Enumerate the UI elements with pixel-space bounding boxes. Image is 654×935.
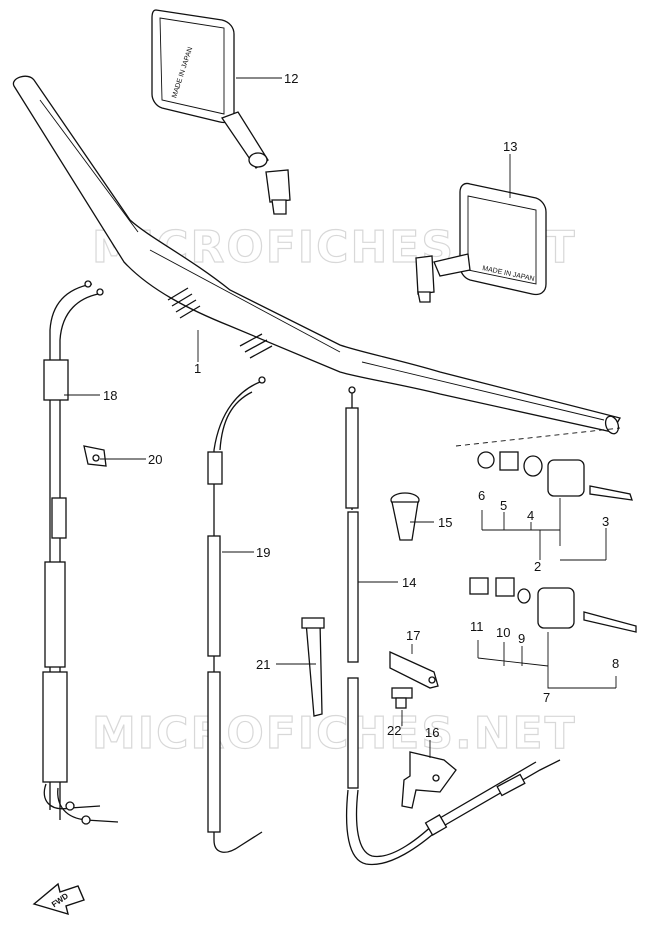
callout-10: 10: [496, 625, 510, 640]
callout-20: 20: [148, 452, 162, 467]
callout-2: 2: [534, 559, 541, 574]
callout-5: 5: [500, 498, 507, 513]
callout-7: 7: [543, 690, 550, 705]
cable-tie[interactable]: [301, 617, 325, 717]
callout-17: 17: [406, 628, 420, 643]
handlebar-grip-left: [167, 287, 201, 319]
callout-19: 19: [256, 545, 270, 560]
balancer-set-lower[interactable]: [469, 577, 637, 633]
callout-15: 15: [438, 515, 452, 530]
cap[interactable]: [390, 492, 420, 541]
callout-9: 9: [518, 631, 525, 646]
callout-16: 16: [425, 725, 439, 740]
callout-4: 4: [527, 508, 534, 523]
callout-13: 13: [503, 139, 517, 154]
balancer-set-upper[interactable]: [477, 451, 633, 501]
callout-6: 6: [478, 488, 485, 503]
callout-21: 21: [256, 657, 270, 672]
mirror-right[interactable]: MADE IN JAPAN: [415, 182, 547, 303]
brake-cable[interactable]: [345, 386, 561, 866]
callout-3: 3: [602, 514, 609, 529]
bracket-upper[interactable]: [389, 650, 439, 689]
bracket-lower[interactable]: [401, 751, 457, 809]
callout-11: 11: [470, 619, 484, 634]
handlebar[interactable]: [12, 75, 621, 447]
mirror-left[interactable]: MADE IN JAPAN: [151, 9, 291, 215]
callout-8: 8: [612, 656, 619, 671]
clutch-cable[interactable]: [207, 376, 266, 853]
callout-1: 1: [194, 361, 201, 376]
watermark-bottom: MICROFICHES.NET: [92, 708, 577, 759]
bolt[interactable]: [391, 687, 413, 709]
callout-22: 22: [387, 723, 401, 738]
handlebar-grip-right: [239, 333, 273, 359]
cable-clip[interactable]: [83, 445, 107, 467]
fwd-arrow-icon: FWD: [32, 882, 85, 916]
callout-14: 14: [402, 575, 416, 590]
callout-12: 12: [284, 71, 298, 86]
throttle-cable[interactable]: [42, 280, 119, 825]
callout-18: 18: [103, 388, 117, 403]
